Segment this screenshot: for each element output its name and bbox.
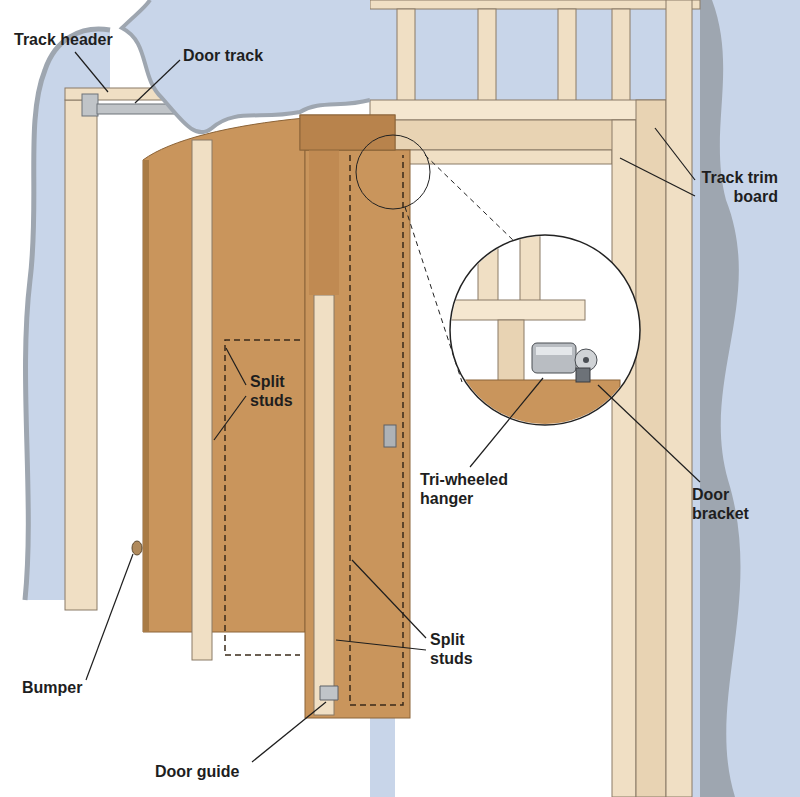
part-label: Door bracket	[692, 485, 762, 523]
part-label: Track header	[14, 30, 154, 49]
part-label: Track trim board	[690, 168, 778, 206]
part-label: Bumper	[22, 678, 122, 697]
part-label: Split studs	[250, 372, 300, 410]
part-label: Door guide	[155, 762, 275, 781]
part-label: Split studs	[430, 630, 480, 668]
part-label: Door track	[183, 46, 303, 65]
part-label: Tri-wheeled hanger	[420, 470, 520, 508]
